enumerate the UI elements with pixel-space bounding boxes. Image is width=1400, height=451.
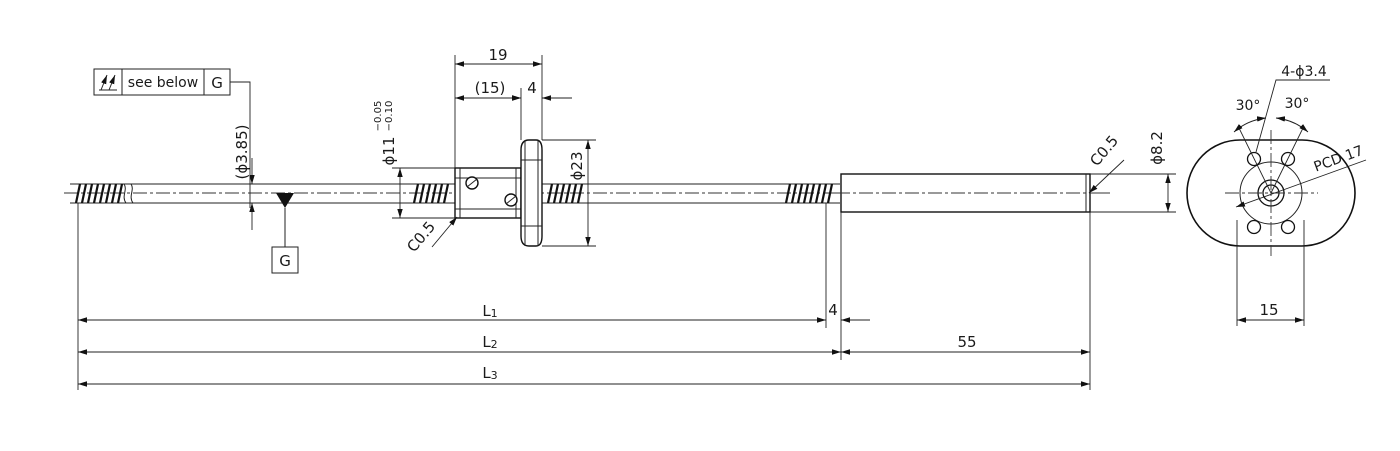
flange-thickness-label: 4: [527, 79, 537, 97]
nut-dia-dim: ϕ11 −0.05 −0.10: [373, 101, 455, 219]
nut-chamfer-callout: C0.5: [403, 216, 458, 256]
nut-chamfer-label: C0.5: [403, 218, 439, 256]
tolerance-frame: see below G: [93, 68, 251, 208]
l3-dim: L3: [78, 364, 1090, 387]
support-dia-label: (ϕ3.85): [233, 125, 251, 180]
nut-dia-label: ϕ11: [380, 137, 398, 166]
end-chamfer-label: C0.5: [1086, 132, 1122, 170]
nut-body-label: (15): [475, 79, 506, 97]
thread-left: [74, 183, 124, 204]
tolerance-note: see below: [128, 75, 198, 91]
angle-right-label: 30°: [1285, 96, 1310, 112]
mounting-hole-1: [1246, 151, 1262, 167]
thread-right: [784, 183, 834, 204]
length-extension-lines: [77, 203, 1091, 390]
flange-dia-label: ϕ23: [568, 152, 586, 181]
nut-width-label: 19: [488, 46, 507, 64]
datum-label: G: [279, 252, 291, 270]
support-dia-dim: (ϕ3.85): [233, 125, 255, 230]
tolerance-datum: G: [211, 74, 223, 92]
nut-screw-2: [504, 193, 518, 207]
nut-screw-1: [465, 176, 479, 190]
end-chamfer-callout: C0.5: [1086, 132, 1125, 194]
thread-under-nut: [412, 183, 584, 204]
total-runout-icon: [99, 74, 117, 91]
mounting-hole-4: [1280, 219, 1296, 235]
angle-left-label: 30°: [1236, 98, 1261, 114]
holes-label: 4-ϕ3.4: [1281, 64, 1327, 80]
ball-nut: [454, 139, 543, 247]
end-length-label: 55: [957, 333, 976, 351]
end-dia-label: ϕ8.2: [1148, 131, 1166, 165]
l1-dim: L1 4: [78, 301, 870, 323]
l1-label: L1: [482, 302, 497, 320]
flange-end-view: 30° 30° 4-ϕ3.4 PCD 17 15: [1186, 64, 1367, 326]
nut-flange: [520, 139, 543, 247]
nut-tol-lower: −0.10: [384, 101, 395, 132]
end-journal: [836, 173, 1112, 213]
mounting-hole-2: [1280, 151, 1296, 167]
flange-width-label: 15: [1259, 301, 1278, 319]
nut-width-dim: 19: [454, 46, 543, 168]
pcd-label: PCD 17: [1312, 143, 1366, 176]
flange-dia-dim: ϕ23: [542, 139, 596, 247]
l3-label: L3: [482, 364, 497, 382]
mounting-hole-3: [1246, 219, 1262, 235]
nut-tol-upper: −0.05: [373, 101, 384, 132]
nut-body-dim: (15) 4: [455, 79, 572, 140]
datum-g: G: [271, 193, 299, 274]
l2-dim: L2 55: [78, 333, 1090, 355]
gap-label: 4: [828, 301, 838, 319]
l2-label: L2: [482, 333, 497, 351]
end-dia-dim: ϕ8.2: [1090, 131, 1176, 213]
